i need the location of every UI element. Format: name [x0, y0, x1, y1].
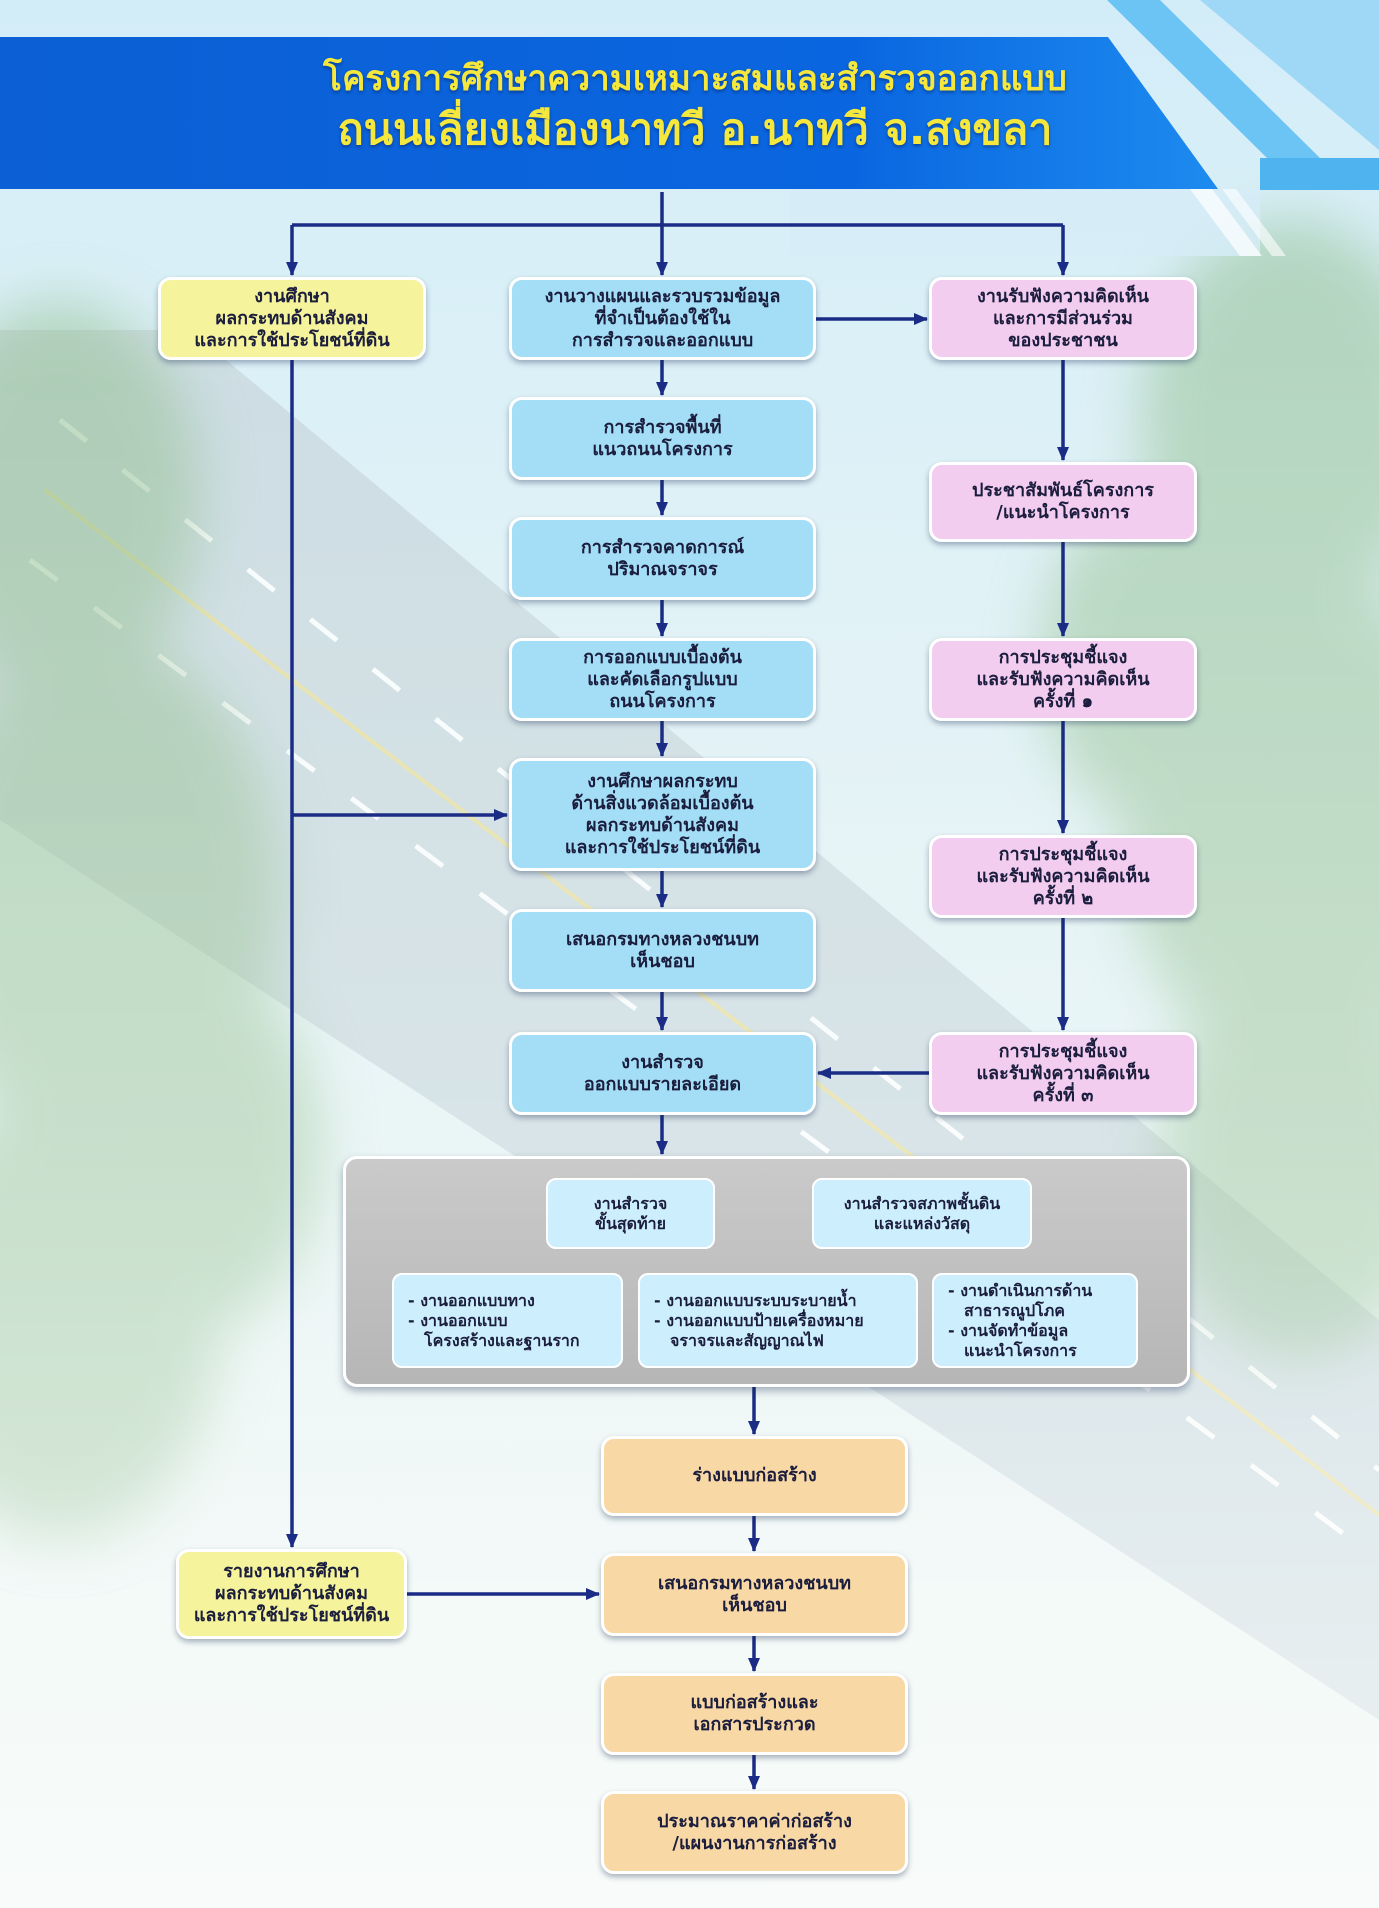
item-line: จราจรและสัญญาณไฟ: [670, 1330, 824, 1350]
box-line: ผลกระทบด้านสังคม: [586, 814, 739, 836]
box-line: การสำรวจและออกแบบ: [571, 329, 754, 351]
item-line: - งานจัดทำข้อมูล: [948, 1320, 1069, 1340]
title-banner: [0, 37, 1218, 189]
item-line: ขั้นสุดท้าย: [595, 1213, 666, 1233]
item-line: สาธารณูปโภค: [964, 1300, 1065, 1320]
box-line: ผลกระทบด้านสังคม: [215, 1583, 368, 1604]
box-line: การประชุมชี้แจง: [998, 843, 1128, 865]
public-participation-box: งานรับฟังความคิดเห็น และการมีส่วนร่วม ขอ…: [929, 277, 1197, 360]
item-line: - งานออกแบบระบบระบายน้ำ: [654, 1290, 857, 1310]
meeting-2-box: การประชุมชี้แจง และรับฟังความคิดเห็น ครั…: [929, 835, 1197, 918]
banner-underlay: [790, 189, 1260, 256]
page-title: โครงการศึกษาความเหมาะสมและสำรวจออกแบบ ถน…: [300, 56, 1090, 176]
box-line: การออกแบบเบื้องต้น: [583, 646, 742, 668]
box-line: เสนอกรมทางหลวงชนบท: [565, 928, 760, 950]
banner-slash: [1222, 189, 1286, 256]
box-line: ปริมาณจราจร: [607, 558, 718, 580]
box-line: เสนอกรมทางหลวงชนบท: [657, 1572, 852, 1594]
banner-stripe: [1200, 0, 1379, 150]
preliminary-design-box: การออกแบบเบื้องต้น และคัดเลือกรูปแบบ ถนน…: [509, 638, 816, 721]
box-line: เห็นชอบ: [722, 1594, 787, 1616]
detailed-survey-box: งานสำรวจ ออกแบบรายละเอียด: [509, 1032, 816, 1115]
item-line: งานสำรวจสภาพชั้นดิน: [843, 1193, 1001, 1213]
road-structure-design-item: - งานออกแบบทาง - งานออกแบบ โครงสร้างและฐ…: [392, 1273, 623, 1368]
item-line: โครงสร้างและฐานราก: [424, 1330, 580, 1350]
box-line: แบบก่อสร้างและ: [690, 1692, 819, 1713]
planning-box: งานวางแผนและรวบรวมข้อมูล ที่จำเป็นต้องใช…: [509, 277, 816, 360]
item-line: - งานออกแบบป้ายเครื่องหมาย: [654, 1310, 864, 1330]
box-line: และการใช้ประโยชน์ที่ดิน: [193, 1605, 390, 1626]
box-line: ที่จำเป็นต้องใช้ใน: [594, 307, 731, 329]
social-study-box: งานศึกษา ผลกระทบด้านสังคม และการใช้ประโย…: [158, 277, 426, 360]
soil-survey-item: งานสำรวจสภาพชั้นดิน และแหล่งวัสดุ: [812, 1178, 1032, 1249]
box-line: และการใช้ประโยชน์ที่ดิน: [194, 329, 390, 351]
title-line-2: ถนนเลี่ยงเมืองนาทวี อ.นาทวี จ.สงขลา: [337, 105, 1053, 155]
item-line: - งานดำเนินการด้าน: [948, 1280, 1093, 1300]
banner-stripe: [1260, 158, 1379, 190]
item-line: แนะนำโครงการ: [964, 1340, 1077, 1360]
item-line: และแหล่งวัสดุ: [873, 1213, 971, 1233]
box-line: /แผนงานการก่อสร้าง: [672, 1832, 837, 1854]
box-line: ประชาสัมพันธ์โครงการ: [972, 480, 1154, 501]
box-line: แนวถนนโครงการ: [592, 438, 733, 460]
item-line: งานสำรวจ: [593, 1193, 668, 1213]
cost-estimate-box: ประมาณราคาค่าก่อสร้าง /แผนงานการก่อสร้าง: [601, 1791, 908, 1874]
tender-documents-box: แบบก่อสร้างและ เอกสารประกวด: [601, 1673, 908, 1755]
box-line: งานวางแผนและรวบรวมข้อมูล: [544, 285, 781, 307]
title-line-1: โครงการศึกษาความเหมาะสมและสำรวจออกแบบ: [323, 59, 1067, 99]
box-line: ครั้งที่ ๓: [1032, 1084, 1094, 1106]
box-line: ครั้งที่ ๑: [1032, 690, 1094, 712]
box-line: และการใช้ประโยชน์ที่ดิน: [564, 836, 761, 858]
box-line: ของประชาชน: [1008, 329, 1118, 351]
route-survey-box: การสำรวจพื้นที่ แนวถนนโครงการ: [509, 397, 816, 480]
traffic-forecast-box: การสำรวจคาดการณ์ ปริมาณจราจร: [509, 517, 816, 600]
banner-graphics: [0, 0, 1379, 256]
approval-box: เสนอกรมทางหลวงชนบท เห็นชอบ: [509, 909, 816, 992]
box-line: การประชุมชี้แจง: [998, 646, 1128, 668]
box-line: การสำรวจคาดการณ์: [580, 536, 745, 558]
box-line: ด้านสิ่งแวดล้อมเบื้องต้น: [571, 792, 754, 814]
box-line: และรับฟังความคิดเห็น: [976, 668, 1150, 690]
banner-slash: [1190, 189, 1262, 256]
final-survey-item: งานสำรวจ ขั้นสุดท้าย: [546, 1178, 715, 1249]
box-line: การประชุมชี้แจง: [998, 1040, 1128, 1062]
meeting-3-box: การประชุมชี้แจง และรับฟังความคิดเห็น ครั…: [929, 1032, 1197, 1115]
item-line: - งานออกแบบ: [408, 1310, 508, 1330]
box-line: เห็นชอบ: [630, 950, 695, 972]
box-line: ร่างแบบก่อสร้าง: [692, 1465, 817, 1486]
box-line: และคัดเลือกรูปแบบ: [587, 668, 738, 690]
detailed-design-panel: งานสำรวจ ขั้นสุดท้าย งานสำรวจสภาพชั้นดิน…: [343, 1156, 1190, 1387]
drainage-signage-design-item: - งานออกแบบระบบระบายน้ำ - งานออกแบบป้ายเ…: [638, 1273, 918, 1368]
box-line: ครั้งที่ ๒: [1032, 887, 1094, 909]
box-line: ถนนโครงการ: [609, 690, 716, 712]
public-relations-box: ประชาสัมพันธ์โครงการ /แนะนำโครงการ: [929, 462, 1197, 542]
meeting-1-box: การประชุมชี้แจง และรับฟังความคิดเห็น ครั…: [929, 638, 1197, 721]
box-line: และการมีส่วนร่วม: [993, 307, 1133, 329]
construction-approval-box: เสนอกรมทางหลวงชนบท เห็นชอบ: [601, 1553, 908, 1636]
box-line: การสำรวจพื้นที่: [603, 416, 722, 438]
box-line: และรับฟังความคิดเห็น: [976, 1062, 1150, 1084]
box-line: ประมาณราคาค่าก่อสร้าง: [657, 1810, 852, 1832]
box-line: และรับฟังความคิดเห็น: [976, 865, 1150, 887]
box-line: ผลกระทบด้านสังคม: [215, 307, 369, 329]
social-report-box: รายงานการศึกษา ผลกระทบด้านสังคม และการใช…: [176, 1549, 407, 1639]
utilities-info-item: - งานดำเนินการด้าน สาธารณูปโภค - งานจัดท…: [932, 1273, 1138, 1368]
draft-construction-drawing-box: ร่างแบบก่อสร้าง: [601, 1436, 908, 1516]
box-line: ออกแบบรายละเอียด: [583, 1073, 742, 1095]
box-line: งานศึกษา: [254, 285, 330, 307]
box-line: /แนะนำโครงการ: [996, 502, 1130, 523]
box-line: งานรับฟังความคิดเห็น: [976, 285, 1149, 307]
item-line: - งานออกแบบทาง: [408, 1290, 535, 1310]
box-line: เอกสารประกวด: [693, 1714, 816, 1735]
impact-study-box: งานศึกษาผลกระทบ ด้านสิ่งแวดล้อมเบื้องต้น…: [509, 758, 816, 871]
box-line: งานสำรวจ: [621, 1051, 704, 1073]
box-line: รายงานการศึกษา: [223, 1561, 360, 1582]
box-line: งานศึกษาผลกระทบ: [587, 770, 738, 792]
banner-stripe: [1107, 0, 1320, 158]
